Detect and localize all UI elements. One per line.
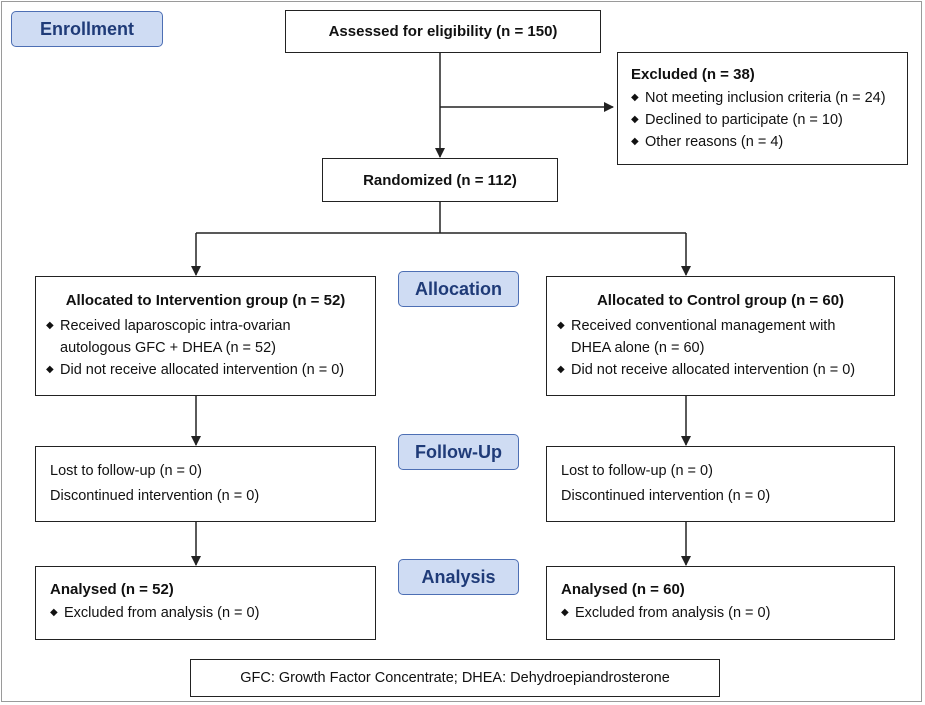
control-followup-discontinued: Discontinued intervention (n = 0): [561, 488, 771, 504]
bullet-icon: ◆: [631, 92, 639, 103]
excluded-item: ◆Declined to participate (n = 10): [631, 109, 907, 131]
footnote-text: GFC: Growth Factor Concentrate; DHEA: De…: [240, 670, 670, 686]
control-allocation-title: Allocated to Control group (n = 60): [596, 292, 845, 309]
intervention-followup-box: Lost to follow-up (n = 0) Discontinued i…: [35, 446, 376, 522]
bullet-icon: ◆: [50, 607, 58, 618]
bullet-icon: ◆: [631, 136, 639, 147]
bullet-icon: ◆: [557, 364, 565, 375]
randomized-box: Randomized (n = 112): [322, 158, 558, 202]
excluded-box: Excluded (n = 38) ◆Not meeting inclusion…: [617, 52, 908, 165]
control-followup-lost: Lost to follow-up (n = 0): [561, 463, 713, 479]
intervention-followup-discontinued: Discontinued intervention (n = 0): [50, 488, 260, 504]
stage-enrollment: Enrollment: [11, 11, 163, 47]
control-allocation-item: ◆Received conventional management with D…: [557, 315, 851, 359]
excluded-title: Excluded (n = 38): [631, 66, 755, 83]
bullet-icon: ◆: [557, 320, 565, 331]
intervention-allocation-item: ◆Did not receive allocated intervention …: [46, 359, 365, 381]
stage-analysis: Analysis: [398, 559, 519, 595]
control-allocation-item: ◆Did not receive allocated intervention …: [557, 359, 884, 381]
intervention-analysis-box: Analysed (n = 52) ◆Excluded from analysi…: [35, 566, 376, 640]
control-allocation-box: Allocated to Control group (n = 60) ◆Rec…: [546, 276, 895, 396]
bullet-icon: ◆: [46, 364, 54, 375]
control-analysis-item: ◆Excluded from analysis (n = 0): [561, 602, 894, 624]
intervention-followup-lost: Lost to follow-up (n = 0): [50, 463, 202, 479]
intervention-analysis-title: Analysed (n = 52): [50, 581, 174, 598]
assessed-text: Assessed for eligibility (n = 150): [328, 23, 558, 40]
stage-allocation: Allocation: [398, 271, 519, 307]
control-followup-box: Lost to follow-up (n = 0) Discontinued i…: [546, 446, 895, 522]
excluded-item: ◆Not meeting inclusion criteria (n = 24): [631, 87, 907, 109]
bullet-icon: ◆: [561, 607, 569, 618]
bullet-icon: ◆: [631, 114, 639, 125]
intervention-analysis-item: ◆Excluded from analysis (n = 0): [50, 602, 375, 624]
intervention-allocation-item: ◆Received laparoscopic intra-ovarian aut…: [46, 315, 330, 359]
assessed-box: Assessed for eligibility (n = 150): [285, 10, 601, 53]
intervention-allocation-title: Allocated to Intervention group (n = 52): [65, 292, 346, 309]
stage-followup: Follow-Up: [398, 434, 519, 470]
bullet-icon: ◆: [46, 320, 54, 331]
control-analysis-title: Analysed (n = 60): [561, 581, 685, 598]
randomized-text: Randomized (n = 112): [363, 171, 517, 189]
control-analysis-box: Analysed (n = 60) ◆Excluded from analysi…: [546, 566, 895, 640]
footnote-box: GFC: Growth Factor Concentrate; DHEA: De…: [190, 659, 720, 697]
excluded-item: ◆Other reasons (n = 4): [631, 131, 907, 153]
intervention-allocation-box: Allocated to Intervention group (n = 52)…: [35, 276, 376, 396]
